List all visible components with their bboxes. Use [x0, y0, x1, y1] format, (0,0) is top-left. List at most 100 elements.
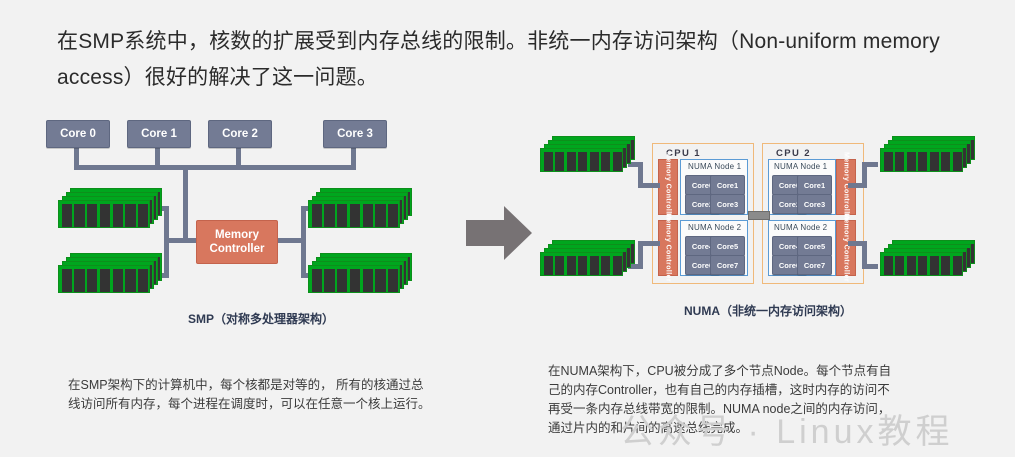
ram-chip — [125, 203, 136, 227]
core-label: Core0 — [691, 180, 714, 190]
numa-link-tl-h1 — [628, 162, 642, 167]
core-label: Core7 — [803, 260, 826, 270]
numa-description-line-3: 再受一条内存总线带宽的限制。NUMA node之间的内存访问， — [548, 402, 891, 416]
ram-chip — [138, 268, 149, 292]
core-label: Core4 — [778, 241, 801, 251]
smp-ram-bottom-left — [58, 253, 162, 293]
ram-chip — [543, 255, 553, 275]
numa-description: 在NUMA架构下，CPU被分成了多个节点Node。每个节点有自 己的内存Cont… — [548, 362, 988, 438]
smp-core1-stub — [155, 146, 160, 167]
ram-stick — [58, 265, 150, 293]
ram-stick — [880, 148, 963, 172]
numa-diagram: CPU 1 Memory Controller NUMA Node 1 Core… — [540, 128, 980, 328]
numa-cpu2-node2-title: NUMA Node 2 — [774, 223, 828, 232]
smp-core-2[interactable]: Core 2 — [208, 120, 272, 148]
smp-ram-top-left — [58, 188, 162, 228]
numa-cpu1-node1-core1[interactable]: Core1 — [710, 175, 745, 195]
numa-description-line-1: 在NUMA架构下，CPU被分成了多个节点Node。每个节点有自 — [548, 364, 892, 378]
ram-chip — [74, 268, 85, 292]
ram-chip — [388, 268, 399, 292]
numa-caption: NUMA（非统一内存访问架构） — [684, 304, 852, 318]
numa-link-bl-h2 — [628, 264, 642, 269]
numa-cpu1-node2-controller[interactable]: Memory Controller — [658, 213, 678, 283]
numa-cpu2-node2-controller-label: Memory Controller — [842, 213, 850, 283]
core-label: Core1 — [716, 180, 739, 190]
smp-core2-stub — [236, 146, 241, 167]
numa-cpu2-node1-core3[interactable]: Core3 — [797, 194, 832, 214]
smp-core-3[interactable]: Core 3 — [323, 120, 387, 148]
numa-cpu2-node1-core1[interactable]: Core1 — [797, 175, 832, 195]
numa-cpu-2-title: CPU 2 — [776, 148, 811, 159]
core-label: Core2 — [691, 199, 714, 209]
core-label: Core2 — [778, 199, 801, 209]
ram-stick — [540, 148, 623, 172]
numa-cpu1-node1-title: NUMA Node 1 — [688, 162, 742, 171]
ram-chip — [566, 151, 576, 171]
ram-chip — [601, 151, 610, 171]
smp-description: 在SMP架构下的计算机中，每个核都是对等的， 所有的核通过总 线访问所有内存，每… — [68, 376, 508, 414]
core-label: Core1 — [803, 180, 826, 190]
ram-chip — [883, 255, 893, 275]
numa-link-br-h2 — [862, 264, 878, 269]
numa-cpu2-node2-core7[interactable]: Core7 — [797, 255, 832, 275]
ram-chip — [906, 151, 916, 171]
numa-cpu1-node1-controller[interactable]: Memory Controller — [658, 152, 678, 222]
ram-chip — [555, 151, 564, 171]
smp-core3-stub — [351, 146, 356, 167]
ram-chip — [601, 255, 610, 275]
smp-bus-horizontal — [74, 165, 356, 170]
numa-cpu1-node2-core5[interactable]: Core5 — [710, 236, 745, 256]
numa-link-bl-h1 — [638, 241, 660, 246]
ram-chip — [612, 151, 622, 171]
numa-link-tl-v — [638, 162, 643, 188]
numa-cpu1-node1-core3[interactable]: Core3 — [710, 194, 745, 214]
ram-stick — [880, 252, 963, 276]
ram-chip — [99, 203, 111, 227]
smp-ram-bottom-right — [308, 253, 412, 293]
numa-cpu-1-title: CPU 1 — [666, 148, 701, 159]
ram-chip — [941, 255, 950, 275]
core-label: Core0 — [778, 180, 801, 190]
core-label: Core7 — [716, 260, 739, 270]
arrow-body — [466, 220, 506, 246]
ram-chip — [883, 151, 893, 171]
numa-description-line-2: 己的内存Controller，也有自己的内存插槽，这时内存的访问不 — [548, 383, 890, 397]
ram-chip — [929, 151, 939, 171]
numa-cpu1-node2-core7[interactable]: Core7 — [710, 255, 745, 275]
ram-chip — [578, 255, 587, 275]
ram-chip — [99, 268, 111, 292]
ram-chip — [61, 268, 72, 292]
ram-chip — [612, 255, 622, 275]
core-label: Core5 — [803, 241, 826, 251]
ram-chip — [578, 151, 587, 171]
numa-ram-top-right — [880, 136, 975, 172]
ram-chip — [311, 268, 322, 292]
ram-chip — [349, 268, 361, 292]
smp-left-to-mc — [164, 238, 196, 243]
smp-description-line-2: 线访问所有内存，每个进程在调度时，可以在任意一个核上运行。 — [68, 397, 431, 411]
ram-chip — [125, 268, 136, 292]
smp-mc-to-right — [276, 238, 306, 243]
smp-memory-controller[interactable]: Memory Controller — [196, 220, 278, 264]
core-label: Core6 — [691, 260, 714, 270]
ram-chip — [918, 151, 927, 171]
ram-chip — [375, 268, 386, 292]
numa-description-line-4: 通过片内的和片间的高速总线完成。 — [548, 421, 749, 435]
ram-chip — [324, 203, 335, 227]
numa-link-br-v — [862, 241, 867, 269]
ram-stick — [58, 200, 150, 228]
ram-chip — [375, 203, 386, 227]
ram-chip — [112, 268, 123, 292]
numa-cpu1-node1-controller-label: Memory Controller — [664, 152, 672, 222]
smp-memory-controller-line1: Memory — [214, 229, 260, 241]
ram-chip — [929, 255, 939, 275]
numa-link-tl-h2 — [638, 183, 660, 188]
smp-core-0[interactable]: Core 0 — [46, 120, 110, 148]
numa-ram-bottom-right — [880, 240, 975, 276]
smp-core-1[interactable]: Core 1 — [127, 120, 191, 148]
ram-chip — [895, 255, 904, 275]
numa-cpu2-node2-controller[interactable]: Memory Controller — [836, 213, 856, 283]
ram-chip — [87, 203, 98, 227]
ram-chip — [362, 268, 373, 292]
numa-cpu2-node2-core5[interactable]: Core5 — [797, 236, 832, 256]
